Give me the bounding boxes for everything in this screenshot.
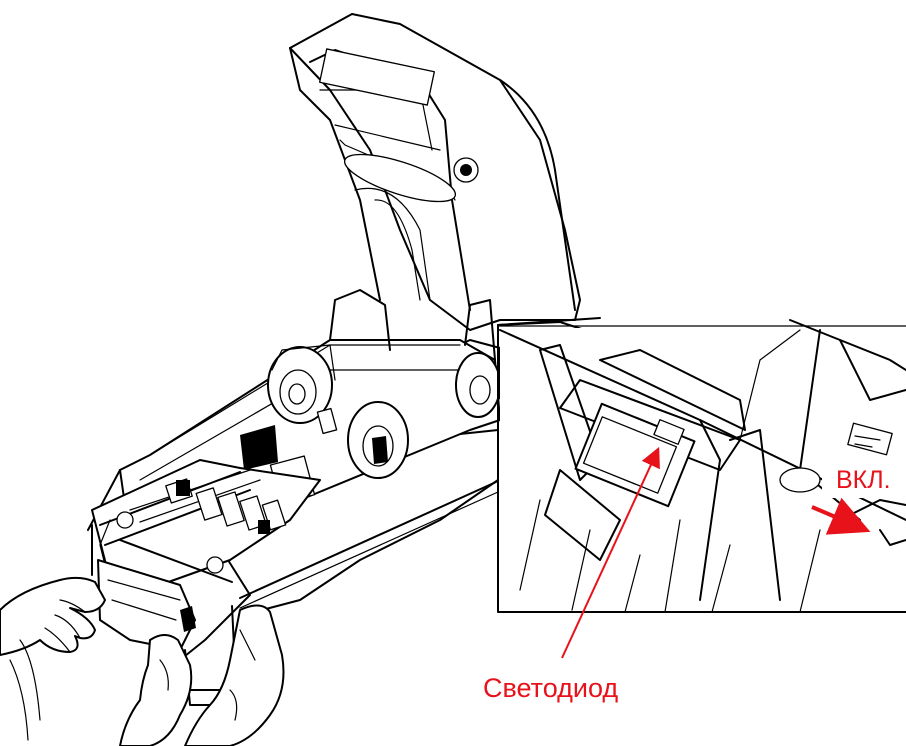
annotation-arrows xyxy=(561,446,871,659)
led-label: Светодиод xyxy=(483,673,619,703)
arrow-switch-on-icon xyxy=(811,497,871,535)
power-on-label: ВКЛ. xyxy=(834,466,893,494)
print-mechanism xyxy=(91,459,321,611)
zoom-detail-panel xyxy=(497,317,906,613)
arrow-to-led-icon xyxy=(561,446,660,659)
hands-drawing xyxy=(0,576,285,746)
printer-cover xyxy=(289,13,581,331)
